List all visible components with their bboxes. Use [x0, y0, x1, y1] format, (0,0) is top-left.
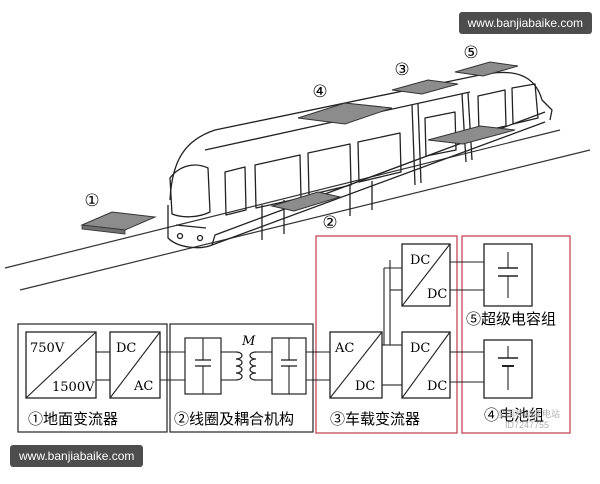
label-coupling: ②线圈及耦合机构 [174, 410, 294, 428]
mutual-inductance-m: M [241, 334, 256, 349]
track [4, 129, 591, 291]
underbody-plate [270, 191, 342, 212]
roof-plate-4 [297, 102, 393, 125]
underbody-plate-2 [427, 125, 516, 145]
ground-ac: AC [133, 379, 153, 394]
block-ground-source [25, 331, 97, 399]
ground-750v: 750V [30, 341, 65, 356]
roof-plate-5 [454, 61, 519, 77]
block-onboard-dc-dc-lower [401, 331, 451, 399]
tram-body [167, 71, 553, 249]
marker-5: ⑤ [463, 43, 478, 63]
roof-plate-3 [391, 79, 459, 95]
label-ground-converter: ①地面变流器 [28, 410, 118, 428]
label-onboard-converter: ③车载变流器 [330, 410, 420, 428]
label-supercap: ⑤超级电容组 [466, 310, 556, 328]
lower-dc-out: DC [427, 379, 447, 394]
block-ground-dc-ac [109, 331, 161, 399]
ground-1500v: 1500V [52, 380, 95, 395]
region-onboard [315, 235, 458, 434]
upper-dc-in: DC [410, 253, 430, 268]
block-onboard-ac-dc [329, 331, 383, 399]
region-ground [17, 323, 168, 433]
block-onboard-dc-dc-upper [401, 243, 451, 307]
label-battery: ④电池组 [484, 406, 544, 424]
block-supercap [483, 243, 533, 307]
ground-dc: DC [116, 341, 136, 356]
marker-4: ④ [312, 82, 327, 102]
region-storage [461, 235, 571, 434]
onboard-ac: AC [334, 341, 354, 356]
marker-1: ① [84, 191, 99, 211]
onboard-dc: DC [355, 379, 375, 394]
marker-3: ③ [394, 60, 409, 80]
watermark-top: www.banjiabaike.com [458, 12, 592, 34]
upper-dc-out: DC [427, 287, 447, 302]
ground-plate-side [81, 224, 126, 235]
region-coupling [169, 323, 314, 433]
block-battery [483, 339, 533, 399]
lower-dc-in: DC [410, 341, 430, 356]
watermark-bottom: www.banjiabaike.com [10, 445, 144, 467]
watermark-overlay-2: ID7247755 [505, 420, 550, 430]
watermark-overlay-1: 全国移动变电站 [497, 409, 561, 419]
marker-2: ② [322, 213, 337, 233]
